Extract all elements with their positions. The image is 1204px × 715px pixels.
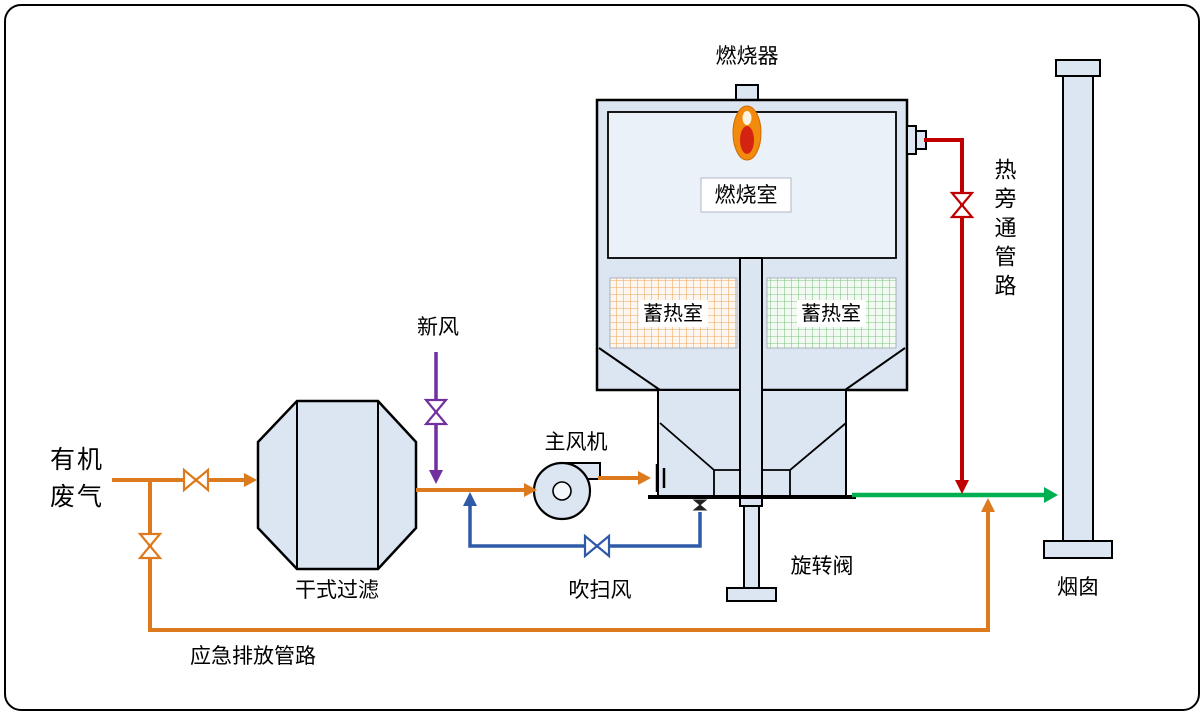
burner-label: 燃烧器 bbox=[716, 44, 779, 68]
main-fan-label: 主风机 bbox=[545, 430, 608, 454]
emergency-line-label: 应急排放管路 bbox=[190, 644, 316, 668]
chimney-column bbox=[1062, 75, 1094, 543]
fresh-air-label: 新风 bbox=[417, 315, 459, 339]
hot-bypass-arrow bbox=[955, 480, 969, 494]
burner-flame-throat-icon bbox=[742, 111, 752, 125]
dry-filter bbox=[256, 399, 418, 571]
chimney-label: 烟囱 bbox=[1057, 575, 1099, 599]
bypass-flange-outer bbox=[906, 125, 917, 155]
purge-air-piping bbox=[468, 505, 702, 559]
chimney-top-cap bbox=[1055, 59, 1101, 77]
clean-gas-arrowheads bbox=[1044, 487, 1058, 503]
waste-gas-piping bbox=[112, 467, 990, 632]
purge-air-arrow bbox=[463, 492, 477, 506]
emergency-arrow-up bbox=[981, 498, 995, 512]
waste-gas-arrow-rto bbox=[638, 471, 651, 485]
hot-bypass-line bbox=[924, 138, 964, 482]
waste-gas-valve-icon bbox=[182, 467, 210, 493]
hot-bypass-piping bbox=[924, 138, 975, 482]
rotary-valve-label: 旋转阀 bbox=[791, 554, 854, 578]
dry-filter-panel-lines bbox=[296, 401, 379, 569]
fresh-air-arrowheads bbox=[429, 470, 443, 484]
hot-bypass-arrowheads bbox=[955, 480, 969, 494]
regenerator-left-label: 蓄热室 bbox=[643, 301, 703, 325]
waste-gas-arrow-filter bbox=[244, 473, 257, 487]
purge-air-arrowheads bbox=[463, 492, 477, 506]
burner-flame-core-icon bbox=[740, 126, 754, 154]
rotary-valve-base bbox=[726, 587, 777, 602]
regenerator-right-label: 蓄热室 bbox=[801, 301, 861, 325]
waste-gas-arrow-fan bbox=[524, 483, 537, 497]
combustion-chamber-label: 燃烧室 bbox=[715, 183, 778, 207]
labels-layer: 有机 废气 干式过滤 新风 主风机 吹扫风 燃烧器 燃烧室 蓄热室 蓄热室 旋转… bbox=[50, 44, 1099, 668]
rto-inlet-flange bbox=[655, 464, 666, 492]
fresh-air-arrow bbox=[429, 470, 443, 484]
rto-center-column bbox=[739, 257, 763, 507]
dry-filter-body bbox=[256, 399, 418, 571]
fresh-air-valve-icon bbox=[423, 398, 449, 426]
chimney-base bbox=[1043, 540, 1113, 559]
dry-filter-label: 干式过滤 bbox=[295, 578, 379, 602]
fan-hub bbox=[552, 481, 572, 501]
waste-gas-arrowheads bbox=[244, 471, 995, 512]
purge-air-label: 吹扫风 bbox=[569, 578, 632, 602]
hot-bypass-valve-icon bbox=[949, 191, 975, 219]
purge-connection-valve-icon bbox=[692, 499, 708, 511]
hot-bypass-label: 热旁通管路 bbox=[991, 158, 1017, 303]
waste-gas-label-line2: 废气 bbox=[50, 482, 104, 511]
rto-funnel-lines bbox=[598, 347, 906, 391]
regenerator-left-label-box bbox=[639, 300, 708, 327]
fresh-air-piping bbox=[423, 352, 449, 470]
clean-gas-arrow bbox=[1044, 487, 1058, 503]
equipment-layer bbox=[256, 59, 1113, 602]
waste-gas-lines bbox=[112, 476, 990, 632]
rto-unit bbox=[595, 84, 927, 602]
waste-gas-label-line1: 有机 bbox=[50, 445, 104, 474]
regenerator-right-label-box bbox=[797, 300, 866, 327]
combustion-label-box bbox=[700, 177, 792, 213]
purge-air-valve-icon bbox=[583, 533, 611, 559]
emergency-valve-icon bbox=[137, 532, 163, 560]
rotary-valve-stem bbox=[743, 505, 760, 589]
chimney bbox=[1043, 59, 1113, 559]
